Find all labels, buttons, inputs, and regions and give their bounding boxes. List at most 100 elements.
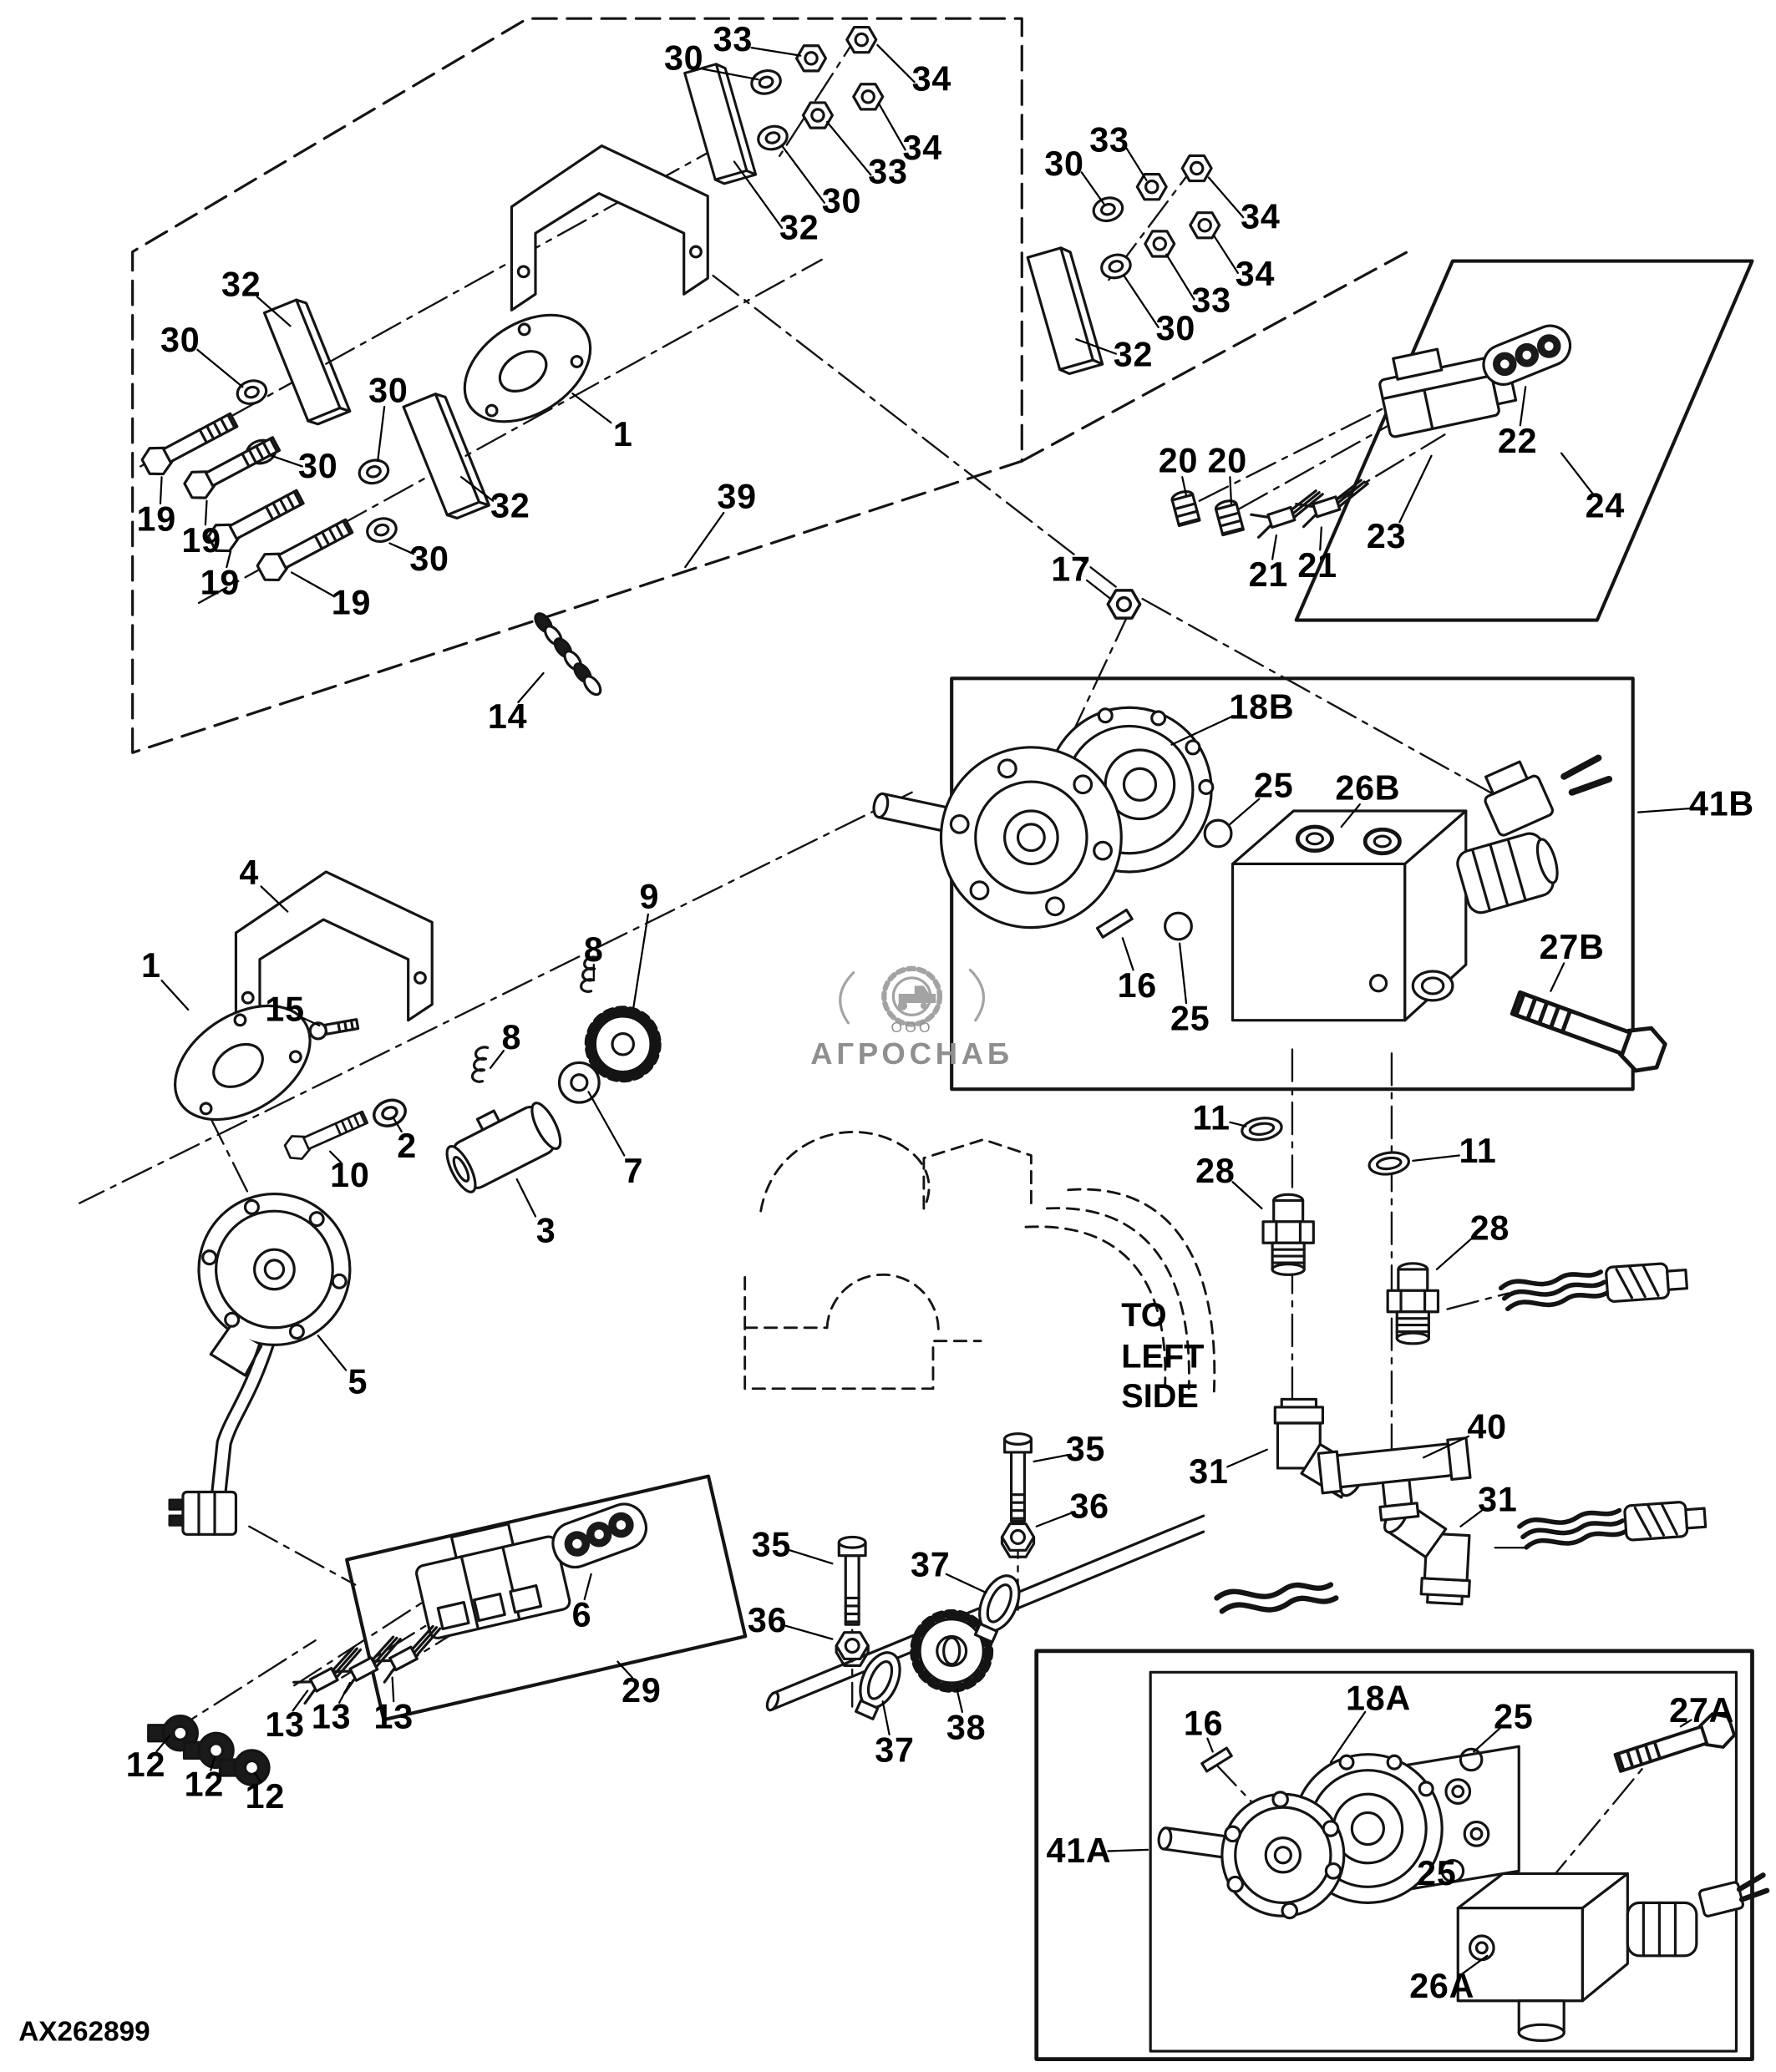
seal-strip-22	[1482, 324, 1572, 386]
spring-8	[465, 1045, 496, 1085]
part-callout-16: 16	[1183, 1703, 1224, 1744]
assembly-box-41B	[872, 676, 1669, 1092]
wire-harness	[1519, 1501, 1706, 1548]
motor-5	[168, 1192, 352, 1536]
part-callout-11: 11	[1192, 1097, 1231, 1138]
part-callout-33: 33	[868, 151, 908, 192]
part-callout-38: 38	[946, 1707, 987, 1747]
part-callout-13: 13	[265, 1705, 305, 1745]
part-callout-31: 31	[1189, 1451, 1229, 1492]
valve-block-26B	[1231, 754, 1613, 1022]
part-callout-36: 36	[1069, 1486, 1109, 1526]
part-callout-21: 21	[1297, 545, 1337, 585]
part-callout-5: 5	[348, 1361, 368, 1401]
part-callout-25: 25	[1170, 998, 1210, 1039]
sensor-28	[1261, 1193, 1315, 1276]
gear-38	[910, 1608, 994, 1693]
watermark-emblem	[839, 965, 986, 1027]
key-16	[1200, 1746, 1233, 1773]
part-callout-12: 12	[125, 1744, 166, 1785]
tee-fitting-40	[1317, 1436, 1472, 1522]
bolt-27B	[1509, 982, 1669, 1077]
part-callout-19: 19	[181, 519, 221, 560]
coupler-3	[445, 1102, 562, 1193]
part-callout-41A: 41A	[1046, 1830, 1112, 1871]
part-callout-12: 12	[184, 1764, 225, 1805]
part-callout-39: 39	[717, 476, 757, 516]
part-callout-30: 30	[821, 180, 862, 221]
part-callout-23: 23	[1366, 515, 1407, 556]
gear-9	[584, 1006, 662, 1083]
part-callout-40: 40	[1467, 1406, 1507, 1446]
part-callout-34: 34	[1241, 196, 1281, 237]
part-callout-24: 24	[1585, 485, 1626, 526]
part-callout-19: 19	[200, 562, 241, 603]
part-callout-34: 34	[911, 58, 952, 99]
o-ring-25	[1459, 1747, 1484, 1772]
connector-6	[415, 1522, 571, 1639]
part-callout-10: 10	[330, 1154, 370, 1195]
solenoid-connector	[1484, 760, 1555, 837]
part-callout-12: 12	[245, 1776, 286, 1816]
part-callout-30: 30	[409, 538, 449, 579]
part-callout-41B: 41B	[1688, 783, 1755, 824]
part-callout-28: 28	[1195, 1150, 1236, 1191]
part-callout-18A: 18A	[1346, 1678, 1412, 1719]
part-callout-1: 1	[612, 413, 633, 454]
driveshaft-assembly	[765, 1432, 1205, 1724]
part-callout-34: 34	[902, 128, 943, 168]
bolts-19	[137, 405, 358, 587]
washers-30	[233, 66, 1134, 546]
valve-block-26A	[1456, 1872, 1770, 2042]
part-callout-2: 2	[397, 1125, 417, 1166]
part-callout-11: 11	[1459, 1131, 1497, 1171]
part-callout-33: 33	[1191, 280, 1231, 321]
part-callout-20: 20	[1158, 440, 1199, 481]
part-callout-18B: 18B	[1229, 686, 1295, 727]
part-callout-16: 16	[1117, 965, 1158, 1006]
wire-harness	[1500, 1262, 1687, 1310]
o-ring-25	[1203, 818, 1233, 849]
part-callout-30: 30	[663, 38, 704, 78]
part-callout-13: 13	[373, 1696, 414, 1737]
motor-flange-18A	[1157, 1791, 1346, 1920]
drive-assembly	[168, 313, 662, 1536]
part-callout-20: 20	[1207, 440, 1247, 481]
part-callout-27B: 27B	[1539, 926, 1605, 967]
part-callout-30: 30	[368, 370, 408, 411]
screw-15	[308, 1018, 360, 1041]
part-callout-32: 32	[490, 485, 530, 526]
part-callout-33: 33	[713, 19, 754, 59]
part-callout-31: 31	[1478, 1479, 1518, 1520]
connector-kit-box-29	[345, 1474, 748, 1722]
bolt-35	[837, 1535, 867, 1626]
connector-kit-box-24	[1170, 259, 1754, 622]
part-callout-13: 13	[311, 1696, 352, 1737]
note-line: TO	[1121, 1297, 1167, 1335]
assembly-box-41A	[1034, 1649, 1770, 2061]
part-callout-28: 28	[1469, 1208, 1510, 1248]
adapter-plate-1	[463, 313, 592, 423]
part-callout-37: 37	[875, 1730, 915, 1770]
part-callout-8: 8	[583, 929, 604, 970]
part-callout-7: 7	[623, 1150, 644, 1191]
part-callout-25: 25	[1253, 765, 1294, 805]
plugs-12	[147, 1715, 271, 1786]
part-callout-15: 15	[265, 989, 305, 1029]
part-callout-32: 32	[1113, 334, 1154, 375]
part-callout-30: 30	[298, 445, 338, 486]
part-callout-29: 29	[622, 1669, 662, 1710]
washer-7	[557, 1061, 601, 1104]
part-callout-4: 4	[239, 852, 260, 893]
seal-strip-6	[551, 1502, 648, 1569]
part-callout-26A: 26A	[1409, 1965, 1475, 2006]
part-callout-30: 30	[1155, 307, 1196, 348]
note-line: LEFT	[1121, 1337, 1205, 1375]
sensor-28	[1386, 1262, 1440, 1345]
part-callout-32: 32	[221, 264, 261, 305]
fittings	[1214, 1117, 1706, 1614]
part-callout-3: 3	[535, 1210, 556, 1250]
part-callout-30: 30	[1044, 144, 1084, 184]
part-callout-30: 30	[160, 320, 200, 360]
